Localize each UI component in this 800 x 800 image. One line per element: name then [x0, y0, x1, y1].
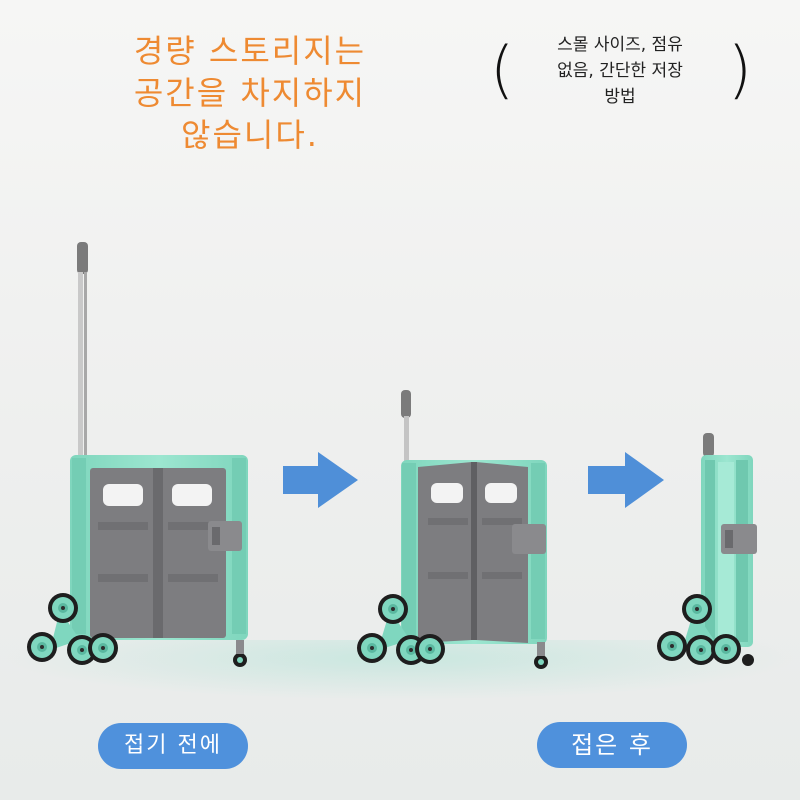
- size-note: ( 스몰 사이즈, 점유 없음, 간단한 저장 방법 ): [486, 28, 756, 118]
- headline-line-3: 않습니다.: [181, 116, 319, 154]
- open-parenthesis: (: [490, 33, 515, 106]
- size-note-line-2: 없음, 간단한 저장: [557, 61, 683, 81]
- cart-half-folded: [357, 390, 548, 669]
- cart-handle-grip: [401, 390, 411, 418]
- size-note-line-3: 방법: [604, 87, 636, 107]
- headline: 경량 스토리지는 공간을 차지하지 않습니다.: [100, 30, 400, 156]
- size-note-line-1: 스몰 사이즈, 점유: [557, 35, 683, 55]
- cart-handle-grip: [77, 242, 88, 274]
- after-folding-label: 접은 후: [537, 722, 687, 768]
- before-folding-label: 접기 전에: [98, 723, 248, 769]
- right-arrow-icon: [283, 452, 358, 508]
- close-parenthesis: ): [727, 33, 752, 106]
- right-arrow-icon: [588, 452, 664, 508]
- size-note-text: 스몰 사이즈, 점유 없음, 간단한 저장 방법: [520, 32, 720, 110]
- cart-unfolded: [27, 242, 248, 667]
- cart-handle-grip: [703, 433, 714, 457]
- headline-line-1: 경량 스토리지는: [133, 32, 367, 70]
- cart-folded: [657, 433, 757, 666]
- headline-line-2: 공간을 차지하지: [133, 74, 367, 112]
